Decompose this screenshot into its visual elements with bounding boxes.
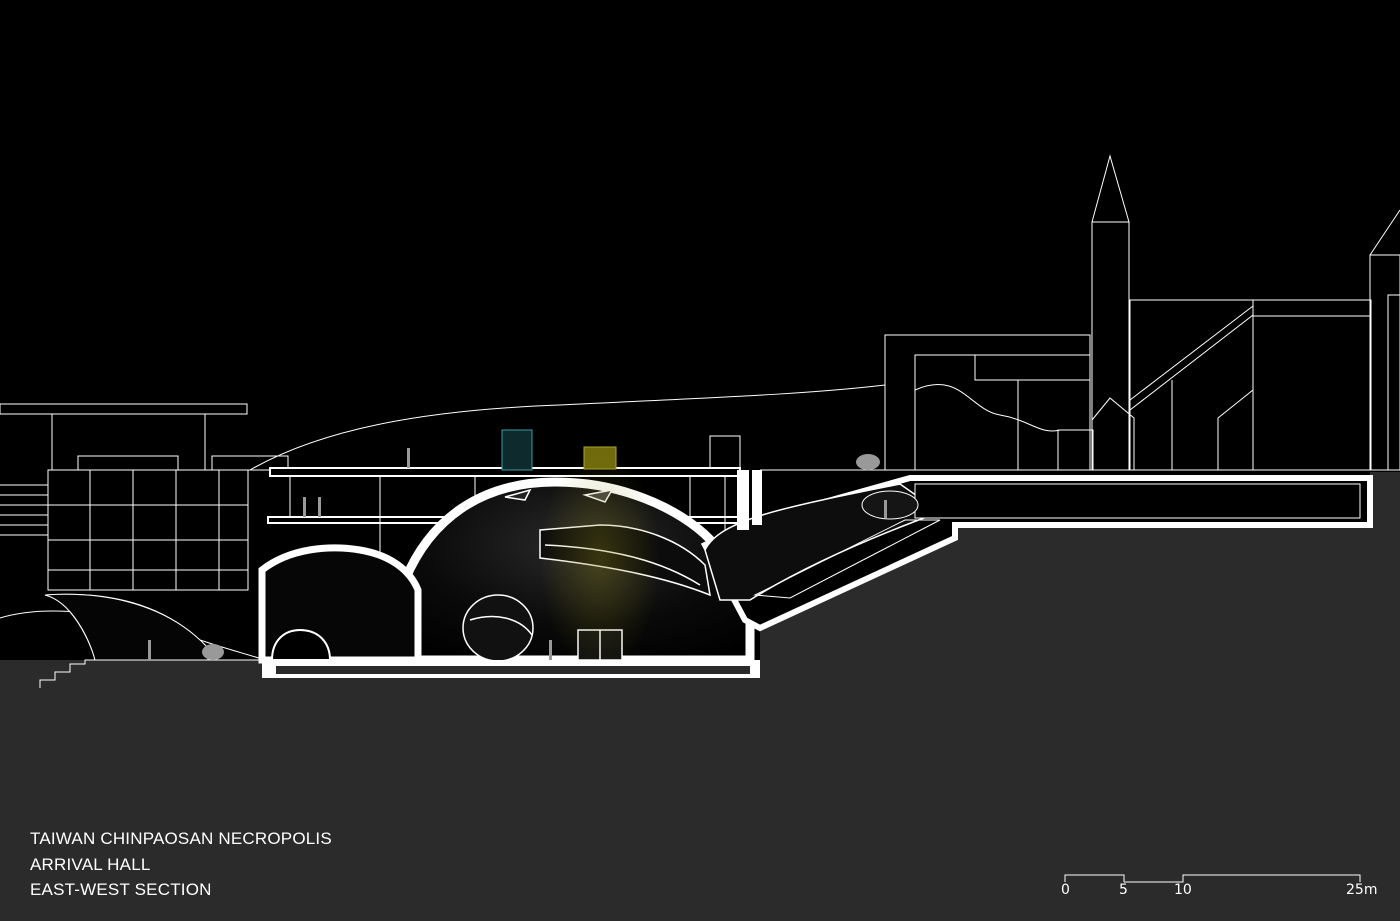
base-slab-inner <box>276 666 750 674</box>
left-shell <box>44 593 209 661</box>
tunnel-slot <box>914 483 1361 519</box>
yellow-glow <box>540 450 660 670</box>
skyline-buildings <box>884 154 1400 471</box>
roof-box <box>709 435 741 469</box>
human-figures <box>148 448 887 660</box>
column-right <box>737 470 749 530</box>
scale-label-25m: 25m <box>1346 882 1378 898</box>
ground-left <box>0 660 265 921</box>
column-right-2 <box>752 470 762 525</box>
drawing-type: EAST-WEST SECTION <box>30 880 212 899</box>
scale-label-10: 10 <box>1174 882 1192 898</box>
portal-oval <box>861 490 919 520</box>
scale-label-5: 5 <box>1119 882 1128 898</box>
scale-label-0: 0 <box>1061 882 1070 898</box>
drawing-caption: TAIWAN CHINPAOSAN NECROPOLIS ARRIVAL HAL… <box>30 826 332 903</box>
building-name: ARRIVAL HALL <box>30 854 151 874</box>
cyan-skylight <box>501 429 533 471</box>
ramp-stair <box>753 519 941 599</box>
small-dome-arch <box>270 628 332 661</box>
scale-bar-graphic <box>1064 874 1361 883</box>
hill-outline <box>249 384 886 471</box>
project-title: TAIWAN CHINPAOSAN NECROPOLIS <box>30 829 332 848</box>
ground-mass <box>0 472 1400 921</box>
